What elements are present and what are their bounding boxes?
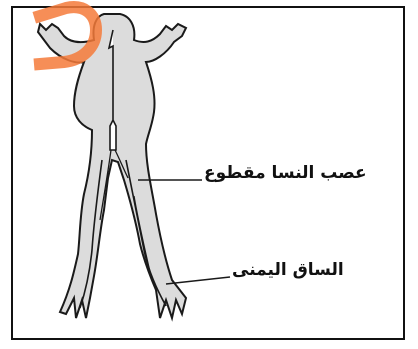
label-right-leg: الساق اليمنى [232,260,344,280]
pointer-line-leg [166,277,230,284]
label-cut-sciatic-nerve: عصب النسا مقطوع [204,163,367,183]
